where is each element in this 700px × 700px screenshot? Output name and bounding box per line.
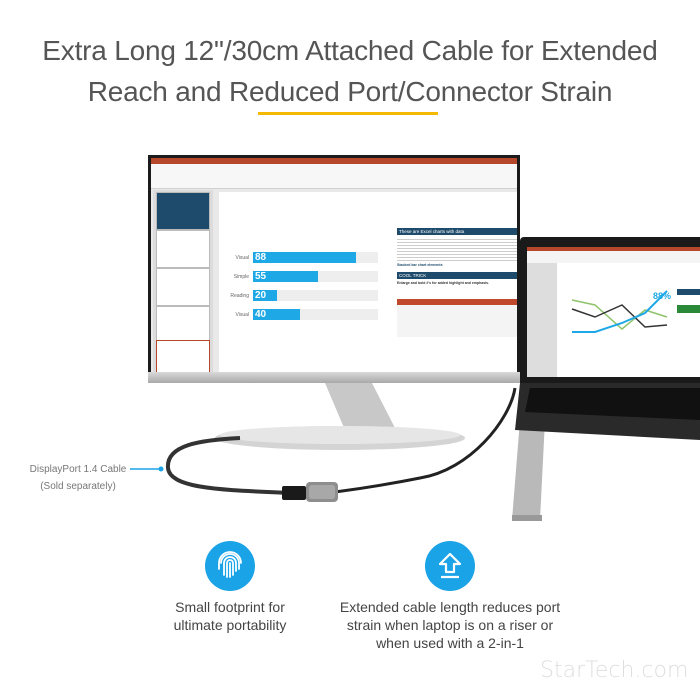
cable-label-line-1: DisplayPort 1.4 Cable xyxy=(29,464,127,475)
laptop-screen: 88% xyxy=(527,247,700,377)
bar-track xyxy=(253,290,378,301)
bar-label: Simple xyxy=(233,274,249,280)
slide-thumb xyxy=(156,192,210,230)
upload-arrow-icon xyxy=(425,541,475,591)
caption-line: strain when laptop is on a riser or xyxy=(346,617,554,633)
startech-logo: StarTech.com xyxy=(540,658,689,683)
laptop-keyboard xyxy=(525,388,700,420)
caption-line: when used with a 2-in-1 xyxy=(376,635,524,651)
cable-label-line-2: (Sold separately) xyxy=(40,481,116,492)
caption-line: Small footprint for xyxy=(175,599,285,615)
info-panel: These are Excel charts with data Stacked… xyxy=(397,228,517,337)
adapter-cable xyxy=(334,387,517,494)
laptop-highlight-value: 88% xyxy=(653,291,672,301)
laptop-riser xyxy=(512,420,545,520)
feature-caption-cable-length: Extended cable length reduces port strai… xyxy=(330,598,570,652)
panel-heading: These are Excel charts with data xyxy=(397,228,517,235)
feature-caption-footprint: Small footprint for ultimate portability xyxy=(130,598,330,634)
fingerprint-icon xyxy=(205,541,255,591)
bar-label: Visual xyxy=(235,255,249,261)
caption-line: ultimate portability xyxy=(173,617,287,633)
monitor-chin xyxy=(148,372,520,383)
monitor-stand-neck xyxy=(325,383,395,430)
bar: 88 xyxy=(253,252,357,263)
bar: 20 xyxy=(253,290,277,301)
slide-thumb-selected xyxy=(156,340,210,372)
panel-body xyxy=(397,237,517,261)
displayport-connector xyxy=(282,486,306,500)
displayport-cable xyxy=(165,436,291,495)
ribbon-screenshot xyxy=(397,299,517,337)
headline-line-1: Extra Long 12"/30cm Attached Cable for E… xyxy=(42,35,658,66)
panel-subheading: Stacked bar chart elements xyxy=(397,263,443,267)
headline-underline xyxy=(258,112,438,115)
slide-thumb xyxy=(156,268,210,306)
bar-track xyxy=(253,309,378,320)
bar: 55 xyxy=(253,271,318,282)
caption-line: Extended cable length reduces port xyxy=(339,599,561,615)
slide-thumb xyxy=(156,306,210,344)
panel-trick-text: Enlarge and bold #'s for added highlight… xyxy=(397,281,490,285)
slide-thumbnails xyxy=(153,190,213,372)
app-titlebar xyxy=(151,158,517,164)
slide-thumb xyxy=(156,230,210,268)
bar-label: Visual xyxy=(235,312,249,318)
panel-cool-trick: COOL TRICK xyxy=(397,272,517,279)
app-ribbon xyxy=(151,164,517,189)
headline-line-2: Reach and Reduced Port/Connector Strain xyxy=(87,76,613,107)
line-chart xyxy=(571,290,668,333)
bar-label: Reading xyxy=(230,293,249,299)
bar: 40 xyxy=(253,309,300,320)
